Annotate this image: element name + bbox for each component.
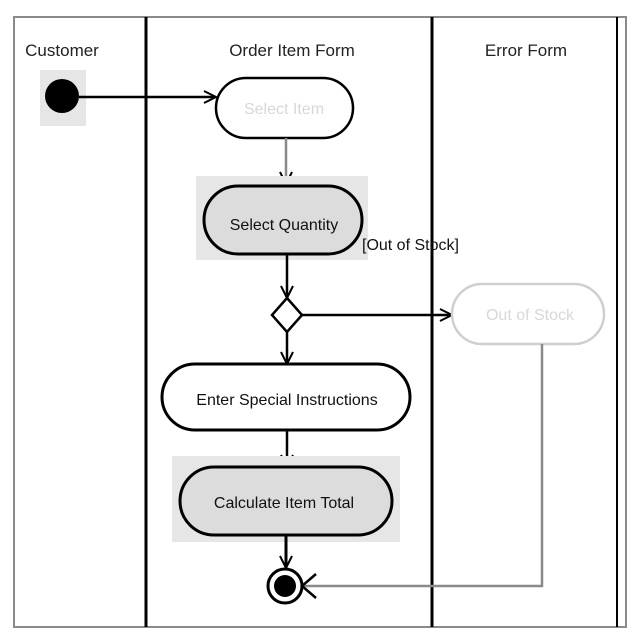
activity-out-of-stock (450, 282, 606, 346)
activity-calculate-total-label: Calculate Item Total (214, 495, 354, 512)
lane-title-error-form: Error Form (485, 41, 567, 60)
initial-node (45, 79, 79, 113)
activity-out-of-stock-label: Out of Stock (486, 307, 575, 324)
lane-title-order-item-form: Order Item Form (229, 41, 355, 60)
guard-out-of-stock: [Out of Stock] (362, 237, 459, 254)
final-node-inner (274, 575, 296, 597)
activity-special-instructions-label: Enter Special Instructions (196, 392, 377, 409)
flow-out-of-stock-to-final (303, 344, 544, 588)
lane-title-customer: Customer (25, 41, 99, 60)
activity-select-item-label: Select Item (244, 101, 324, 118)
activity-select-item (214, 76, 355, 140)
activity-select-quantity-label: Select Quantity (230, 217, 339, 234)
activity-select-quantity (202, 184, 364, 256)
